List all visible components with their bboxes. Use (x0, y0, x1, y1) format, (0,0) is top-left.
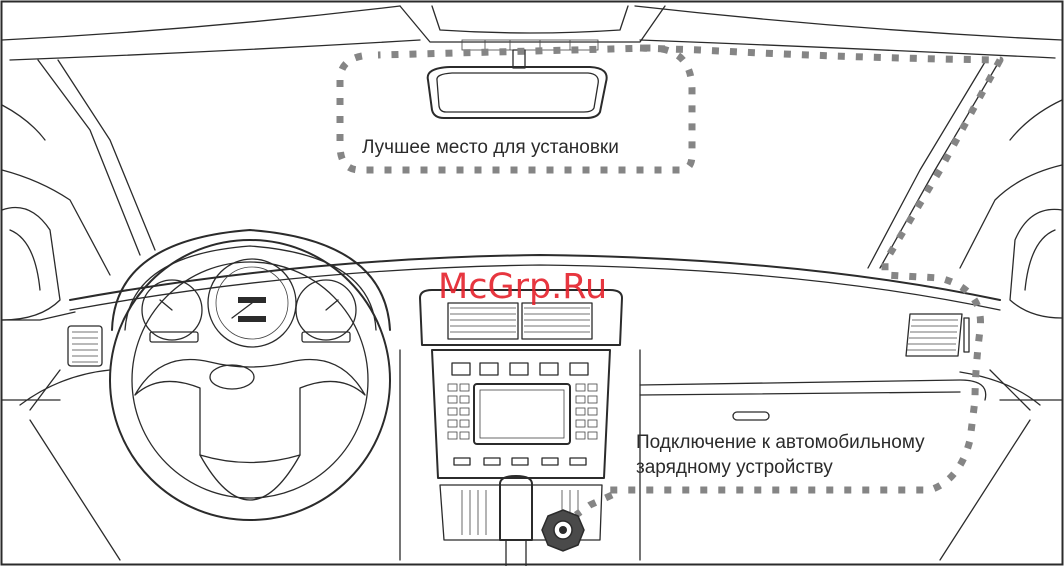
watermark: McGrp.Ru (438, 267, 607, 307)
charger-label-line1: Подключение к автомобильному (636, 432, 925, 453)
charger-label-line2: зарядному устройству (636, 457, 833, 478)
car-charger-socket-icon (542, 510, 584, 551)
mount-area-label: Лучшее место для установки (362, 137, 619, 158)
